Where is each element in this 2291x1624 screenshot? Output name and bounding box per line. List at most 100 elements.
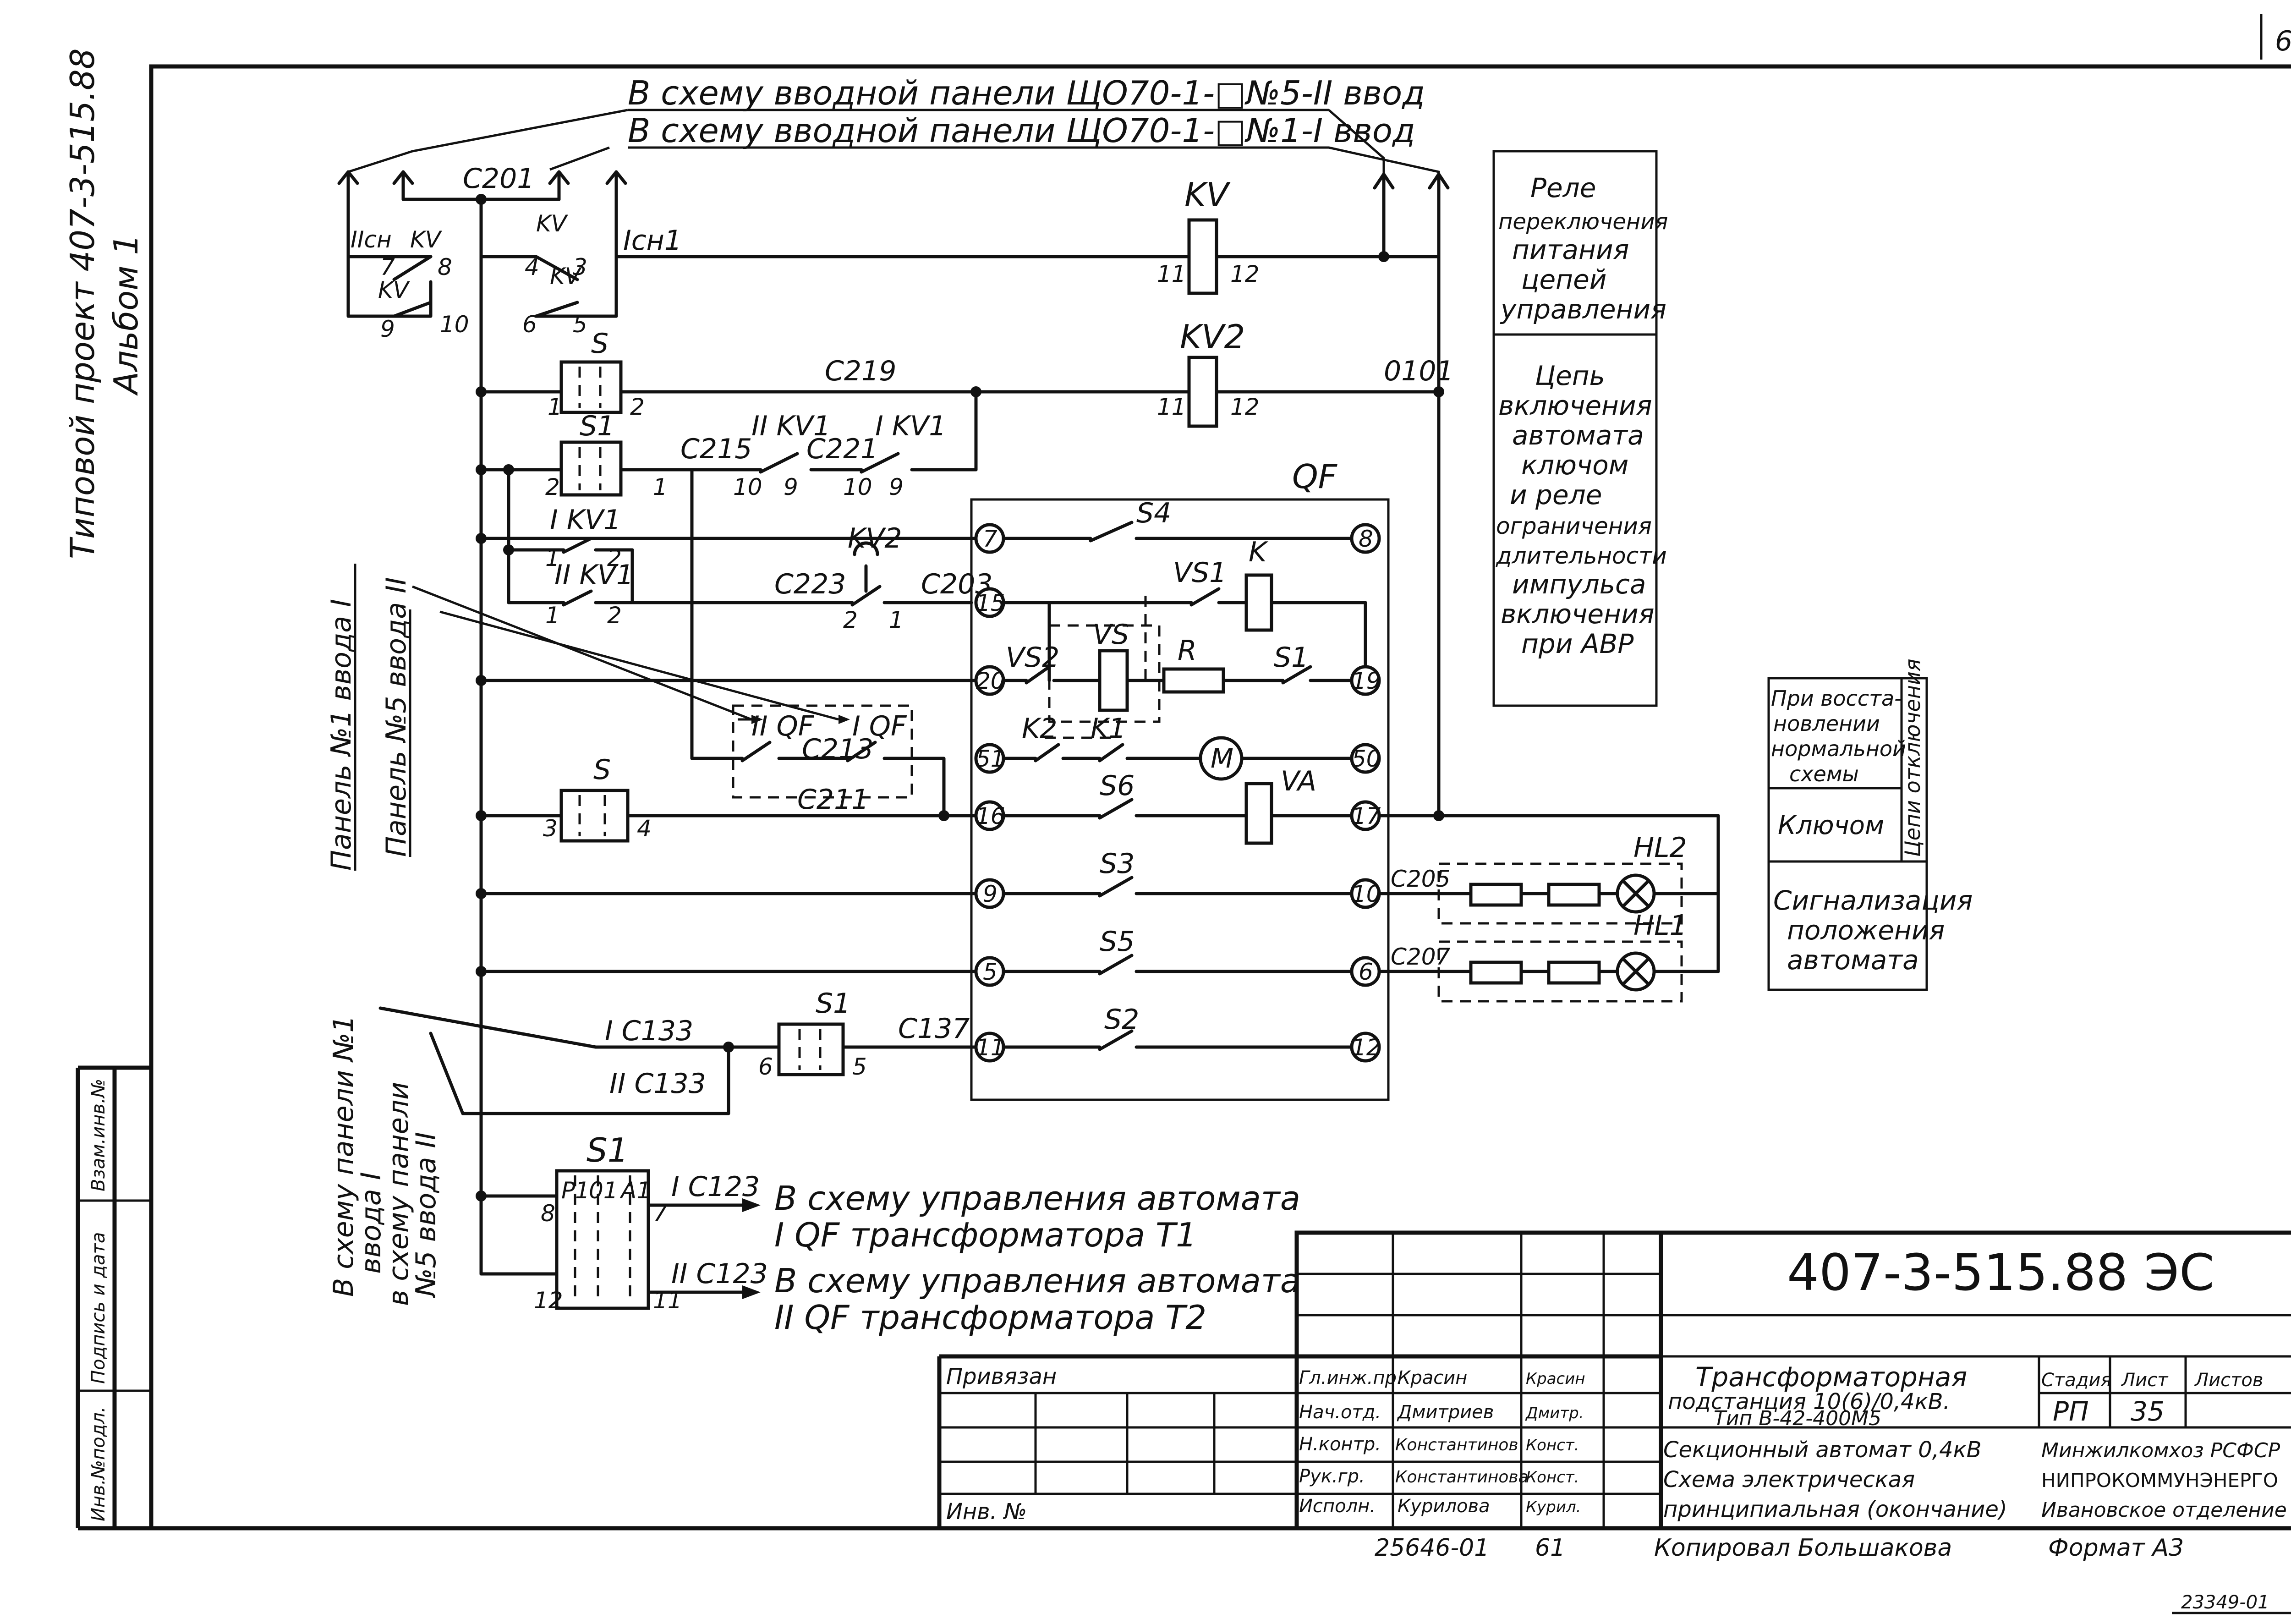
svg-text:Курилова: Курилова — [1398, 1496, 1490, 1517]
wire-c207: С207 — [1391, 944, 1451, 970]
label-ikv1: I KV1 — [875, 410, 946, 442]
hl1-resistor-2 — [1547, 960, 1601, 985]
kv1-term-2b: 2 — [607, 602, 622, 629]
svg-text:импульса: импульса — [1512, 569, 1646, 600]
marking-p1: P1 — [561, 1177, 590, 1204]
marking-a1: A1 — [619, 1177, 651, 1204]
wire-c133-2: II С133 — [609, 1068, 706, 1100]
term-6: 6 — [522, 311, 537, 338]
svg-text:НИПРОКОММУНЭНЕРГО: НИПРОКОММУНЭНЕРГО — [2041, 1469, 2278, 1492]
s-term-4: 4 — [637, 815, 652, 842]
svg-text:17: 17 — [1352, 803, 1381, 829]
svg-text:нормальной: нормальной — [1771, 736, 1906, 761]
hl2-dashed-group — [1437, 862, 1683, 925]
svg-text:ключом: ключом — [1521, 450, 1628, 481]
label-panel5b: №5 ввода II — [410, 1132, 442, 1298]
designation: 407-3-515.88 ЭС — [1787, 1243, 2214, 1302]
svg-text:5: 5 — [983, 959, 998, 985]
doc-code: 25646-01 — [1375, 1534, 1489, 1562]
label-kv-coil: KV — [1184, 176, 1231, 214]
svg-text:Константинов: Константинов — [1395, 1436, 1518, 1454]
term-9: 9 — [380, 316, 395, 342]
svg-text:15: 15 — [976, 590, 1005, 616]
label-vs1: VS1 — [1173, 557, 1227, 589]
sheet-title: Секционный автомат 0,4кВ Схема электриче… — [1663, 1437, 2007, 1522]
label-s1-qf: S1 — [1274, 642, 1309, 674]
qf-interlock-group — [732, 704, 913, 799]
term-4: 4 — [525, 254, 539, 280]
svg-text:8: 8 — [1359, 526, 1373, 552]
stamp-inv-no: Инв.№подл. — [88, 1406, 109, 1521]
legend-3-vertical: Цепи отключения — [1900, 658, 1925, 857]
organization: Минжилкомхоз РСФСР НИПРОКОММУНЭНЕРГО Ива… — [2041, 1439, 2287, 1522]
qf-breaker-block — [970, 498, 1390, 1101]
drawing-frame — [149, 64, 2291, 1531]
label-s1-b: S1 — [816, 988, 850, 1020]
stamp-signature-date: Подпись и дата — [88, 1232, 109, 1384]
svg-text:50: 50 — [1352, 746, 1381, 772]
dest2-line2: II QF трансформатора Т2 — [774, 1298, 1206, 1337]
svg-text:переключения: переключения — [1498, 209, 1668, 235]
svg-text:принципиальная (окончание): принципиальная (окончание) — [1663, 1497, 2007, 1522]
title-signatures: Красин Дмитр. Конст. Конст. Курил. — [1525, 1370, 1585, 1516]
svg-text:Трансформаторная: Трансформаторная — [1695, 1361, 1967, 1393]
dest1-line2: I QF трансформатора Т1 — [774, 1216, 1197, 1254]
s1-term-1: 1 — [653, 474, 668, 500]
label-s-mid: S — [593, 754, 611, 786]
s1-term-2: 2 — [545, 474, 560, 500]
label-r: R — [1178, 635, 1197, 667]
svg-text:Константинова: Константинова — [1395, 1468, 1529, 1487]
label-kv-a: KV — [410, 226, 443, 253]
term-7: 7 — [380, 254, 395, 280]
label-va: VA — [1281, 765, 1316, 797]
label-kv-b: KV — [536, 210, 569, 237]
svg-text:7: 7 — [983, 526, 998, 552]
label-vs: VS — [1093, 619, 1129, 651]
hl2-resistor-1 — [1469, 883, 1523, 907]
svg-text:цепей: цепей — [1521, 264, 1606, 295]
svg-text:включения: включения — [1498, 390, 1652, 421]
label-panel5: Панель №5 ввода II — [380, 577, 412, 857]
svg-text:6: 6 — [1359, 959, 1373, 985]
album-label: Альбом 1 — [107, 234, 145, 396]
inv-no: Инв. № — [946, 1499, 1027, 1525]
svg-text:включения: включения — [1501, 598, 1655, 630]
label-kv2-coil: KV2 — [1180, 318, 1245, 356]
svg-text:Гл.инж.пр.: Гл.инж.пр. — [1299, 1367, 1403, 1388]
label-iikv1-b: II KV1 — [554, 559, 634, 591]
sheet-number: 60 — [2275, 25, 2291, 57]
wire-c219: С219 — [825, 355, 896, 387]
wire-c213: С213 — [802, 733, 873, 765]
stadiya-label: Стадия — [2041, 1370, 2111, 1391]
svg-text:управления: управления — [1500, 294, 1666, 325]
resistor-r — [1162, 667, 1225, 694]
svg-text:ограничения: ограничения — [1496, 513, 1652, 539]
svg-text:Нач.отд.: Нач.отд. — [1299, 1402, 1381, 1423]
legend-2-text: Цепь включения автомата ключом и реле ог… — [1496, 360, 1667, 659]
privyazan: Привязан — [946, 1364, 1057, 1389]
label-vvoda1: ввода I — [355, 1172, 387, 1274]
legend-1-text: Реле переключения питания цепей управлен… — [1498, 172, 1668, 325]
contact-9-b: 9 — [889, 474, 904, 500]
svg-text:и реле: и реле — [1510, 479, 1602, 510]
term-5: 5 — [573, 311, 587, 338]
object-name: Трансформаторная подстанция 10(6)/0,4кВ.… — [1668, 1361, 1967, 1430]
label-hl2: HL2 — [1633, 832, 1687, 864]
title-names: Красин Дмитриев Константинов Константино… — [1395, 1367, 1529, 1517]
contact-10-a: 10 — [733, 474, 762, 500]
label-kv-c: KV — [378, 277, 411, 303]
legend-box-2 — [1492, 333, 1658, 707]
vs-dashed-group — [1048, 624, 1161, 723]
wire-c123-2: II С123 — [671, 1258, 768, 1290]
svg-text:10: 10 — [1352, 881, 1381, 907]
label-to-panel5: в схему панели — [383, 1082, 415, 1306]
label-s4: S4 — [1136, 497, 1171, 529]
kv-term-12: 12 — [1230, 261, 1260, 287]
label-vs2: VS2 — [1006, 642, 1059, 674]
label-kv-d: KV — [550, 263, 582, 290]
label-s2: S2 — [1104, 1004, 1139, 1036]
svg-text:При восста-: При восста- — [1771, 686, 1902, 711]
svg-text:Курил.: Курил. — [1526, 1498, 1581, 1516]
label-k2: K2 — [1022, 713, 1058, 745]
